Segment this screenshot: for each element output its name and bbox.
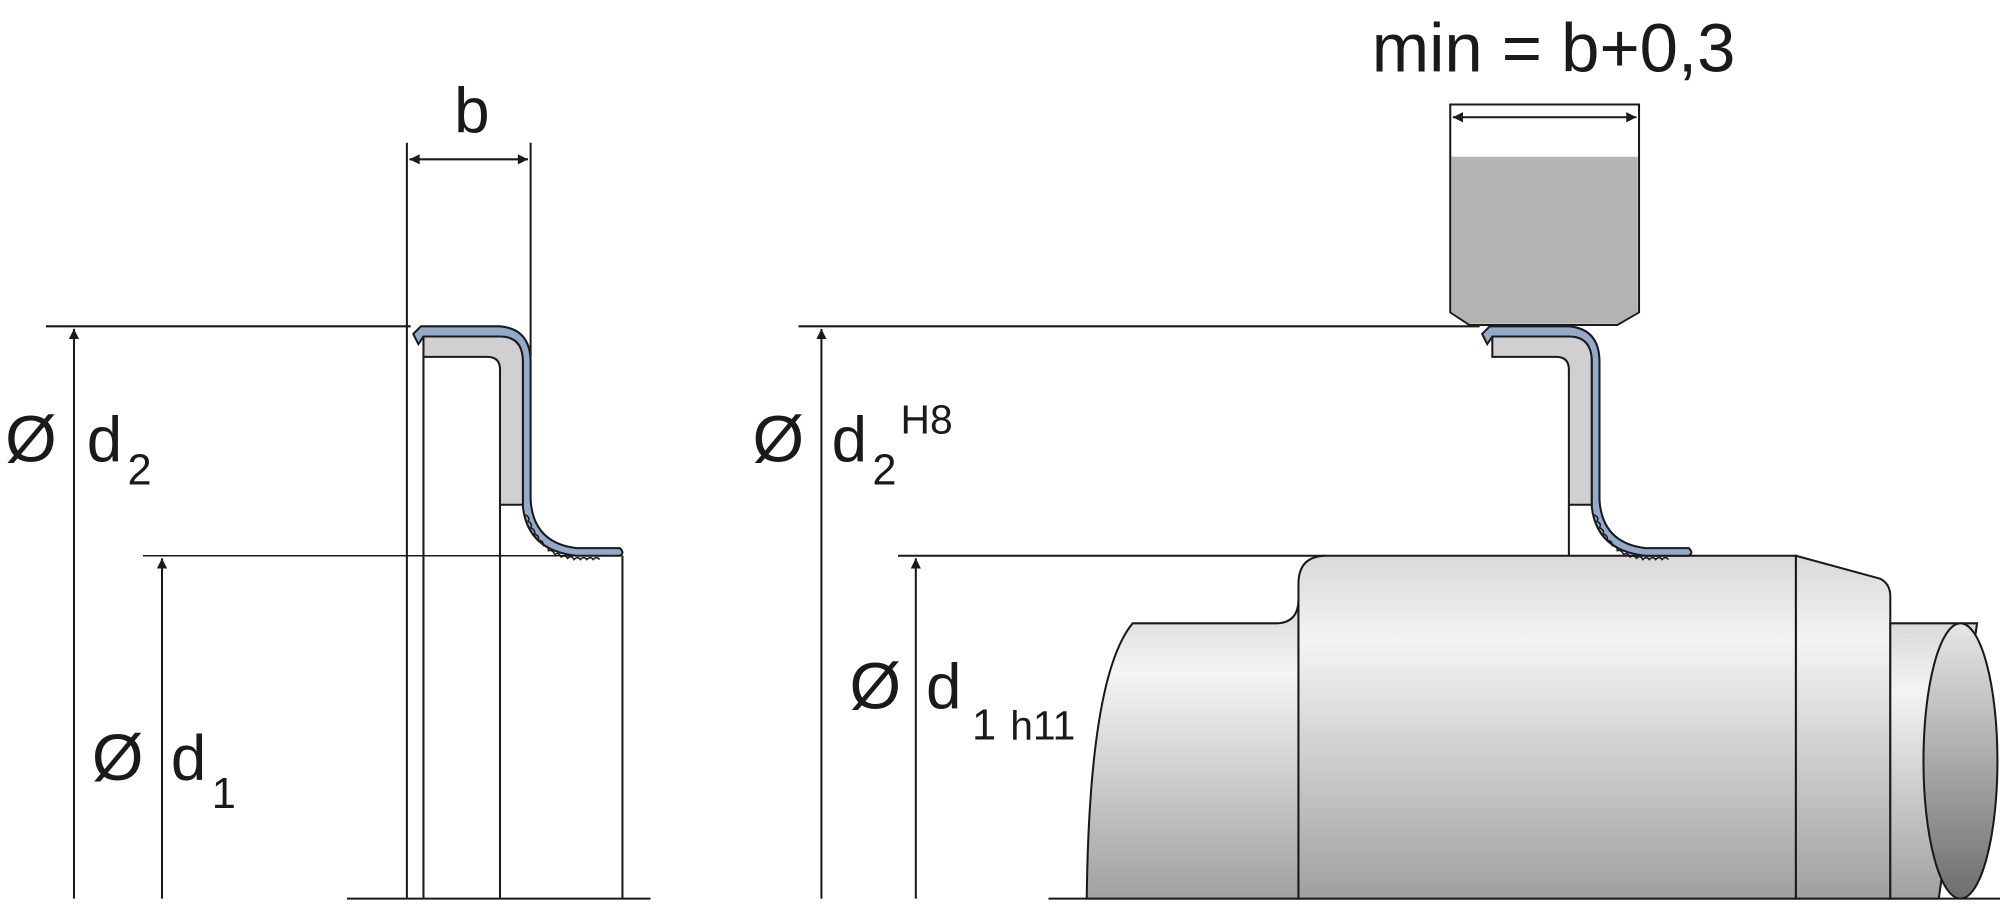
d1-subscript: 1 xyxy=(212,770,236,818)
d1-diameter-symbol: Ø xyxy=(92,721,144,795)
installed-seal-profile xyxy=(1481,325,1693,561)
d2-diameter-symbol: Ø xyxy=(753,402,805,476)
shaft-chamfer xyxy=(1794,554,1892,900)
d2-tolerance: H8 xyxy=(901,396,953,442)
shaft-seal-profile xyxy=(412,325,624,561)
d2-label: d xyxy=(87,403,122,475)
d2-subscript: 2 xyxy=(872,446,896,494)
left-view: b Ø d 2 Ø d 1 xyxy=(5,75,651,900)
d1-subscript: 1 xyxy=(972,701,996,749)
d1-label: d xyxy=(171,722,206,794)
d1-tolerance: h11 xyxy=(1010,702,1075,748)
d1-diameter-symbol: Ø xyxy=(849,650,901,724)
b-label: b xyxy=(454,75,489,147)
d2-label: d xyxy=(832,403,867,475)
shaft-main-section xyxy=(1297,554,1797,900)
housing-fill xyxy=(1451,156,1638,324)
right-view: min = b+0,3 Ø d 2 H8 Ø d 1 h11 xyxy=(753,9,2000,900)
shaft-small-section xyxy=(1085,599,1300,900)
d1-label: d xyxy=(926,651,961,723)
d2-subscript: 2 xyxy=(128,446,152,494)
d2-diameter-symbol: Ø xyxy=(5,402,57,476)
bore-width-label: min = b+0,3 xyxy=(1372,9,1736,86)
shaft-end-face xyxy=(1922,622,1999,900)
